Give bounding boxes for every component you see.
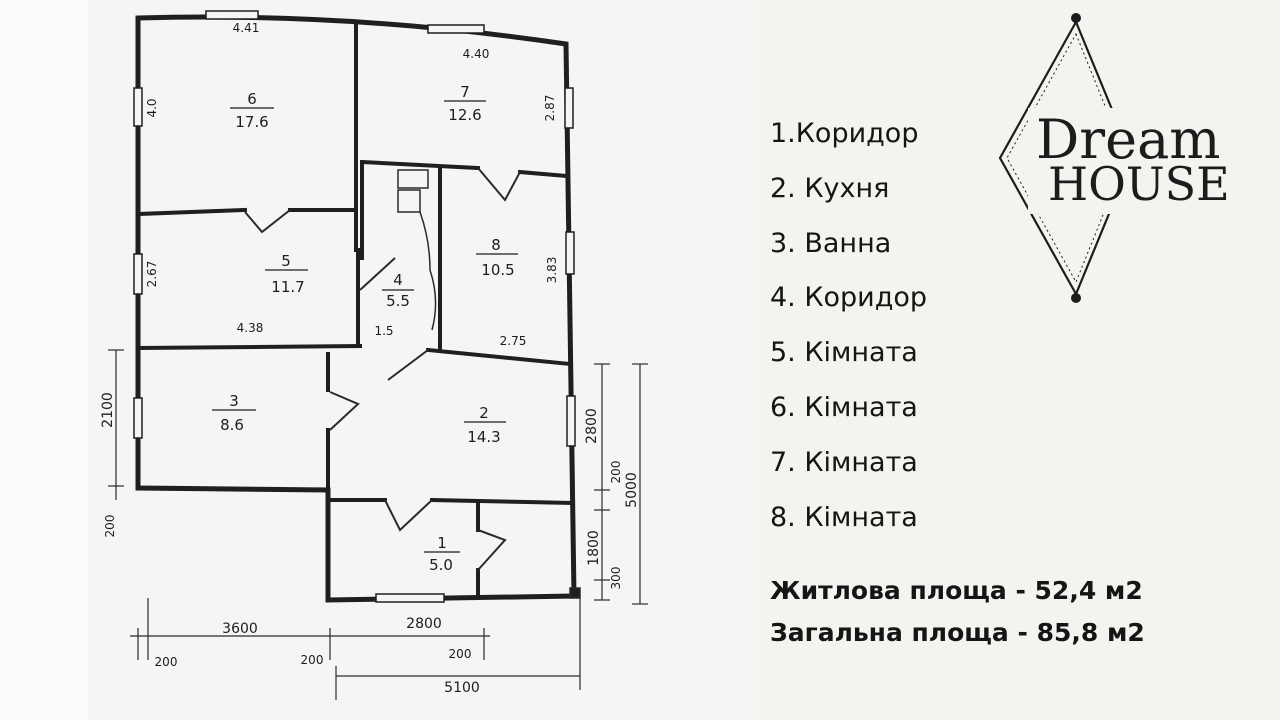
- room-7-area: 12.6: [448, 106, 481, 124]
- outer-dim: 2800: [406, 616, 442, 632]
- room-8-area: 10.5: [481, 261, 514, 279]
- door-swings: [244, 167, 521, 571]
- room-5-number: 5: [281, 252, 291, 270]
- outer-dim: 5100: [444, 680, 480, 696]
- dream-house-logo: Dream HOUSE: [998, 13, 1258, 303]
- floor-plan-sheet: 6 17.6 7 12.6 5 11.7 4 5.5 8 10.5 3 8.6 …: [0, 0, 648, 720]
- wall-dim: 4.0: [145, 98, 159, 117]
- legend-item: 7. Кімната: [770, 446, 918, 478]
- legend-item: 5. Кімната: [770, 337, 918, 369]
- wall-dim: 4.40: [463, 47, 490, 61]
- wall-dim: 3.83: [545, 257, 559, 284]
- wall-dim: 2.75: [500, 334, 527, 348]
- wall-dim: 2.67: [145, 261, 159, 288]
- interior-walls: [135, 20, 575, 600]
- outer-dim: 200: [449, 647, 472, 661]
- legend-item: 2. Кухня: [770, 172, 890, 204]
- living-area-label: Житлова площа - 52,4 м2: [770, 576, 1143, 605]
- room-3-area: 8.6: [220, 416, 244, 434]
- room-8-number: 8: [491, 236, 501, 254]
- room-1-number: 1: [437, 534, 447, 552]
- room-legend: 1.Коридор 2. Кухня 3. Ванна 4. Коридор 5…: [770, 112, 1030, 550]
- room-4-area: 5.5: [386, 292, 410, 310]
- outer-dim: 5000: [624, 472, 640, 508]
- outer-dim: 2100: [100, 392, 116, 428]
- bath-fixtures: [397, 169, 581, 599]
- outer-dim: 300: [609, 567, 623, 590]
- room-6-area: 17.6: [235, 113, 268, 131]
- legend-item: 1.Коридор: [770, 118, 919, 149]
- wall-dim: 4.41: [233, 21, 260, 35]
- outer-dim: 1800: [586, 530, 602, 566]
- outer-dim: 3600: [222, 621, 258, 637]
- outer-dim: 200: [301, 653, 324, 667]
- floor-plan: 6 17.6 7 12.6 5 11.7 4 5.5 8 10.5 3 8.6 …: [100, 10, 648, 700]
- room-1-area: 5.0: [429, 556, 453, 574]
- wall-dim: 1.5: [374, 324, 393, 338]
- room-3-number: 3: [229, 392, 239, 410]
- logo-dream-text: Dream: [1036, 108, 1220, 171]
- outer-dim: 200: [103, 515, 117, 538]
- outer-dim: 2800: [584, 408, 600, 444]
- room-2-area: 14.3: [467, 428, 500, 446]
- legend-item: 3. Ванна: [770, 227, 892, 259]
- room-5-area: 11.7: [271, 278, 304, 296]
- wall-dimension-labels: 4.41 4.40 4.0 2.87 2.67 3.83 4.38 1.5 2.…: [145, 21, 559, 348]
- room-2-number: 2: [479, 404, 489, 422]
- legend-item: 8. Кімната: [770, 501, 918, 533]
- logo-house-text: HOUSE: [1048, 157, 1230, 211]
- outer-dim: 200: [609, 461, 623, 484]
- room-4-number: 4: [393, 271, 403, 289]
- room-labels: 6 17.6 7 12.6 5 11.7 4 5.5 8 10.5 3 8.6 …: [212, 83, 518, 574]
- wall-dim: 4.38: [237, 321, 264, 335]
- legend-item: 6. Кімната: [770, 391, 918, 423]
- room-7-number: 7: [460, 83, 470, 101]
- outer-dim: 200: [155, 655, 178, 669]
- room-6-number: 6: [247, 90, 257, 108]
- outer-dimension-labels: 2100 200 2800 200 5000 1800 300 3600 280…: [100, 392, 640, 696]
- total-area-label: Загальна площа - 85,8 м2: [770, 618, 1145, 647]
- page-margin: [0, 0, 88, 720]
- windows: [133, 10, 576, 603]
- wall-dim: 2.87: [543, 95, 557, 122]
- dimension-lines: [108, 349, 648, 700]
- legend-item: 4. Коридор: [770, 282, 928, 314]
